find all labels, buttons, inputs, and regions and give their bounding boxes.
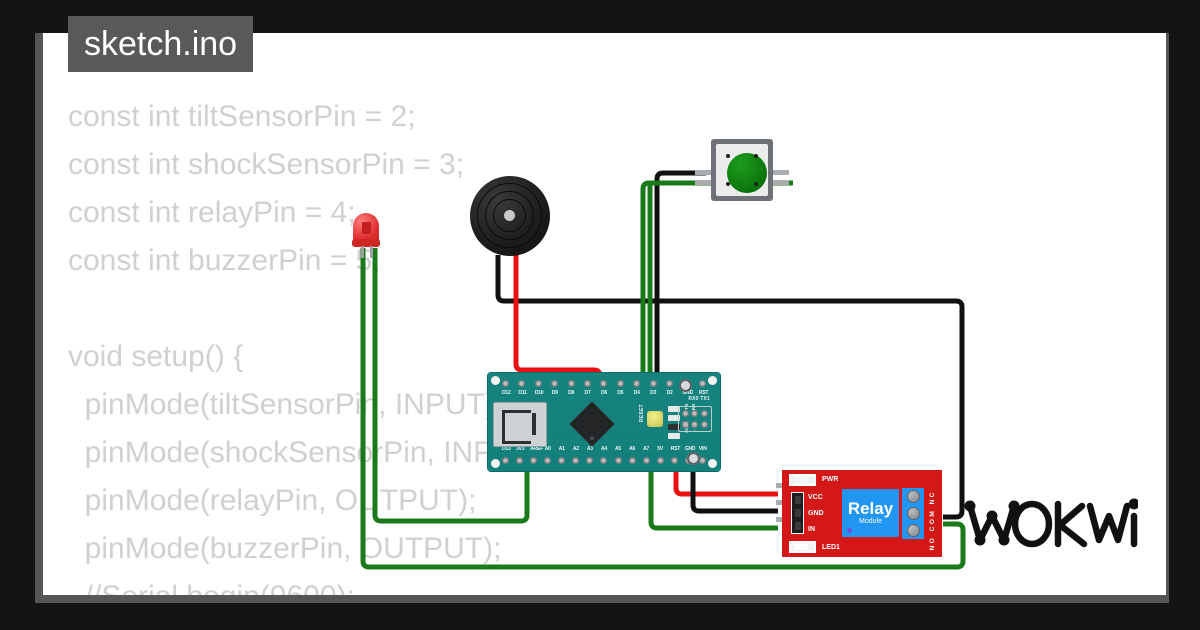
nano-pin-label: D4: [633, 390, 640, 396]
nano-pin-label: A7: [643, 446, 650, 452]
nano-header-top[interactable]: [502, 378, 706, 389]
code-line: const int tiltSensorPin = 2;: [68, 100, 416, 133]
nano-pin-label: D8: [568, 390, 575, 396]
nano-pin-label: D2: [666, 390, 673, 396]
relay-label-led1: LED1: [822, 544, 840, 551]
led-part[interactable]: [352, 213, 380, 258]
nano-pin-label: D11: [518, 390, 527, 396]
pushbutton-part[interactable]: [711, 139, 773, 201]
nano-usb-connector: [493, 402, 547, 447]
nano-pin-label: 5V: [657, 446, 664, 452]
wokwi-logo: [962, 496, 1140, 557]
relay-led1-component: [789, 541, 816, 553]
nano-pad-gnd-top[interactable]: [679, 379, 692, 392]
nano-mcu-chip: [569, 401, 615, 447]
pushbutton-screw: [726, 154, 730, 158]
pushbutton-leg-left-top: [695, 170, 712, 175]
relay-label-gnd: GND: [808, 510, 824, 517]
relay-body-title: Relay: [847, 498, 894, 518]
code-line: const int shockSensorPin = 3;: [68, 148, 465, 181]
nano-mount-hole: [708, 376, 717, 385]
buzzer-hole: [504, 210, 515, 221]
nano-power-led: [647, 411, 663, 427]
relay-screw-terminal[interactable]: [902, 488, 924, 539]
nano-pin-label: D9: [551, 390, 558, 396]
pushbutton-screw: [754, 182, 758, 186]
code-line: //Serial.begin(9600);: [68, 573, 1068, 595]
code-line: const int relayPin = 4;: [68, 196, 356, 229]
relay-module-part[interactable]: PWR VCC GND IN LED1 Relay Module NO COM …: [782, 470, 942, 557]
pushbutton-cap[interactable]: [727, 153, 767, 193]
buzzer-ring-outer: [477, 183, 542, 248]
pushbutton-leg-right-top: [772, 170, 789, 175]
nano-pin-label: AREF: [530, 446, 543, 452]
nano-pad-gnd-bottom[interactable]: [687, 452, 700, 465]
nano-pin-label: VIN: [698, 446, 707, 452]
relay-terminal-labels: NO COM NC: [929, 490, 936, 551]
nano-pin-label: 3V3: [516, 446, 525, 452]
relay-body: Relay Module: [842, 489, 899, 537]
nano-pin-label: A3: [586, 446, 593, 452]
simulation-canvas[interactable]: const int tiltSensorPin = 2; const int sh…: [43, 33, 1166, 595]
nano-pin-label: A0: [544, 446, 551, 452]
relay-terminal-com[interactable]: [906, 507, 920, 520]
pushbutton-screw: [726, 182, 730, 186]
relay-label-pwr: PWR: [822, 476, 839, 483]
nano-pin-label: D5: [617, 390, 624, 396]
wokwi-logo-svg: [964, 498, 1140, 548]
relay-label-in: IN: [808, 526, 815, 533]
nano-pin-label: D6: [600, 390, 607, 396]
nano-pin-label: RST: [670, 446, 681, 452]
nano-pin-label: D3: [650, 390, 657, 396]
led-flange: [352, 239, 380, 247]
file-tab-label[interactable]: sketch.ino: [68, 16, 254, 72]
led-leg-cathode: [361, 246, 364, 258]
code-line: [68, 285, 1068, 333]
relay-body-subtitle: Module: [859, 517, 882, 525]
nano-pin-label: D13: [502, 446, 511, 452]
relay-terminal-nc[interactable]: [906, 490, 920, 503]
nano-pin-label: A1: [558, 446, 565, 452]
led-chip: [362, 222, 371, 234]
nano-pin-label: D12: [502, 390, 511, 396]
nano-mount-hole: [708, 459, 717, 468]
nano-mount-hole: [491, 376, 500, 385]
nano-icsp-header[interactable]: [678, 406, 712, 432]
relay-body-dot: [847, 528, 852, 533]
buzzer-ring-inner: [493, 199, 526, 232]
nano-reset-silk: RESET: [639, 404, 645, 423]
nano-pin-label: A2: [572, 446, 579, 452]
nano-mount-hole: [491, 459, 500, 468]
pushbutton-leg-right-bottom: [772, 180, 789, 185]
nano-pin-label: D10: [534, 390, 544, 396]
led-leg-anode: [370, 246, 373, 258]
pushbutton-leg-left-bottom: [695, 180, 712, 185]
buzzer-part[interactable]: [470, 176, 550, 256]
nano-pin-label: A5: [615, 446, 621, 452]
relay-pwr-component: [789, 474, 816, 486]
nano-rxtx-silk: RX0 TX1: [688, 396, 710, 402]
relay-terminal-no[interactable]: [906, 524, 920, 537]
pushbutton-face: [716, 144, 768, 196]
code-line: const int buzzerPin = 5;: [68, 244, 381, 277]
nano-header-bottom[interactable]: [502, 455, 706, 466]
relay-label-vcc: VCC: [808, 494, 823, 501]
pushbutton-screw: [754, 154, 758, 158]
buzzer-ring-mid: [485, 191, 534, 240]
nano-pin-label: A6: [629, 446, 636, 452]
nano-pin-label: D7: [584, 390, 591, 396]
relay-input-header[interactable]: [791, 492, 804, 534]
nano-pin-label: A4: [600, 446, 607, 452]
